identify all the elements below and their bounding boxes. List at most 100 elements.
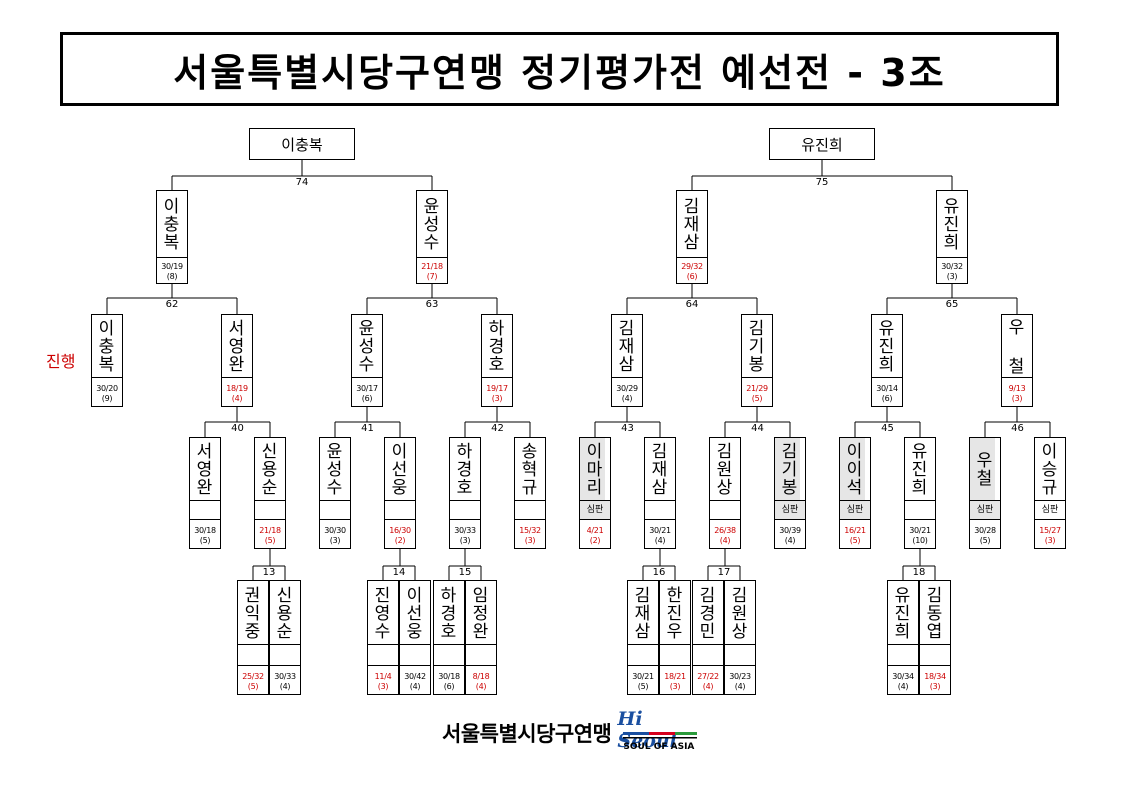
- match-number: 15: [456, 567, 474, 579]
- player-score: 15/27(3): [1035, 519, 1065, 552]
- final-winner-w2: 유진희: [769, 128, 875, 160]
- player-score: 30/20(9): [92, 377, 122, 409]
- player-name: 이이석: [840, 438, 865, 500]
- player-name: 이충복: [159, 197, 179, 251]
- player-score: 30/29(4): [612, 377, 642, 409]
- referee-mark: 심판: [1035, 500, 1065, 519]
- player-name: 하경호: [484, 319, 504, 373]
- player-name: 서영완: [192, 442, 212, 496]
- player-score: 18/21(3): [660, 665, 690, 698]
- match-number: 46: [1009, 423, 1026, 435]
- player-name: 임정완: [468, 585, 488, 640]
- player-score: 30/33(4): [270, 665, 300, 698]
- match-number: 45: [879, 423, 896, 435]
- player-mark: [238, 644, 268, 665]
- match-number: 40: [229, 423, 246, 435]
- match-number: 62: [163, 299, 181, 311]
- match-number: 64: [683, 299, 701, 311]
- player-name: 유진희: [907, 442, 927, 496]
- player-name: 신용순: [257, 442, 277, 496]
- match-number: 43: [619, 423, 636, 435]
- match-number: 41: [359, 423, 376, 435]
- player-score: 21/18(5): [255, 519, 285, 552]
- player-name: 김재삼: [647, 442, 667, 496]
- player-box-r0d: 이선웅 30/42(4): [399, 580, 431, 695]
- player-score: 30/21(10): [905, 519, 935, 552]
- player-name: 김기봉: [744, 319, 764, 373]
- player-name: 권익중: [240, 585, 260, 640]
- player-name: 유진희: [874, 319, 894, 373]
- match-number: 75: [813, 177, 831, 189]
- player-score: 16/30(2): [385, 519, 415, 552]
- player-mark: [385, 500, 415, 519]
- player-name: 유진희: [939, 197, 959, 251]
- player-score: 4/21(2): [580, 519, 610, 552]
- player-mark: [255, 500, 285, 519]
- player-mark: [660, 644, 690, 665]
- player-mark: [270, 644, 300, 665]
- referee-mark: 심판: [970, 500, 1000, 519]
- player-score: 30/23(4): [725, 665, 755, 698]
- player-mark: [368, 644, 398, 665]
- player-name: 윤성수: [419, 197, 439, 251]
- player-score: 29/32(6): [677, 257, 707, 286]
- player-score: 18/34(3): [920, 665, 950, 698]
- player-mark: [434, 644, 464, 665]
- player-score: 9/13(3): [1002, 377, 1032, 409]
- match-number: 16: [650, 567, 668, 579]
- player-name: 한진우: [662, 585, 682, 640]
- player-box-r1b: 신용순 21/18(5): [254, 437, 286, 549]
- player-name: 유진희: [890, 585, 910, 640]
- player-box-r1l: 유진희 30/21(10): [904, 437, 936, 549]
- player-mark: [710, 500, 740, 519]
- logo-swoosh-icon: [623, 732, 698, 739]
- player-score: 15/32(3): [515, 519, 545, 552]
- player-name: 우철: [970, 438, 995, 500]
- referee-mark: 심판: [580, 500, 610, 519]
- progress-label: 진행: [46, 352, 76, 371]
- player-box-r1f: 송혁규 15/32(3): [514, 437, 546, 549]
- player-name: 우 철: [1004, 317, 1024, 375]
- match-number: 14: [390, 567, 408, 579]
- player-name: 송혁규: [517, 442, 537, 496]
- player-box-r3a: 이충복 30/19(8): [156, 190, 188, 284]
- player-name: 이선웅: [402, 585, 422, 640]
- match-number: 42: [489, 423, 506, 435]
- player-score: 30/30(3): [320, 519, 350, 552]
- player-mark: [190, 500, 220, 519]
- player-mark: [466, 644, 496, 665]
- player-mark: [725, 644, 755, 665]
- player-score: 30/42(4): [400, 665, 430, 698]
- player-score: 30/19(8): [157, 257, 187, 286]
- player-mark: [515, 500, 545, 519]
- player-score: 30/39(4): [775, 519, 805, 552]
- footer: 서울특별시당구연맹 Hi Seoul SOUL OF ASIA: [442, 708, 703, 754]
- player-name: 김기봉: [775, 438, 800, 500]
- player-name: 이마리: [580, 438, 605, 500]
- player-score: 30/21(5): [628, 665, 658, 698]
